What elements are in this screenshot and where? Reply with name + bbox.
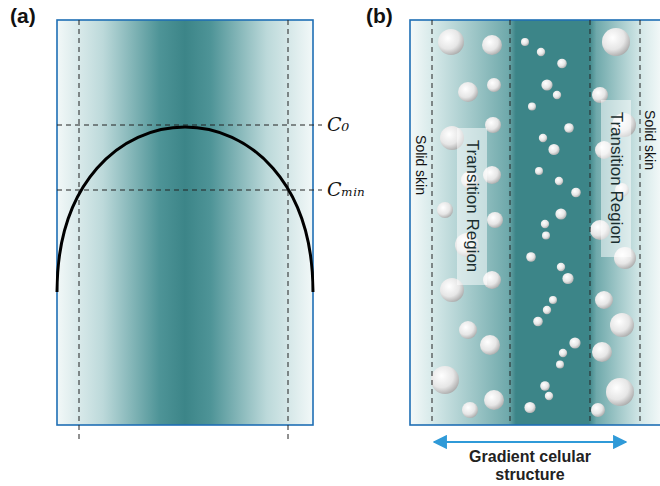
cell-bubble	[549, 296, 557, 304]
cell-bubble	[487, 78, 501, 92]
concentration-label: Cₘᵢₙ	[327, 178, 365, 200]
cell-bubble	[482, 35, 502, 55]
region-label: Solid skin	[642, 110, 658, 170]
cell-bubble	[545, 392, 553, 400]
region-label: Solid skin	[413, 135, 429, 195]
cell-bubble	[535, 167, 543, 175]
cell-bubble	[458, 82, 478, 102]
cell-bubble	[555, 177, 563, 185]
cell-bubble	[438, 29, 464, 55]
cell-bubble	[541, 79, 552, 90]
cell-bubble	[555, 208, 566, 219]
cell-bubble	[591, 403, 605, 417]
transition-region-box: Transition Region	[457, 128, 487, 285]
cell-bubble	[562, 273, 573, 284]
cell-bubble	[485, 117, 501, 133]
cell-bubble	[539, 134, 547, 142]
structure-label: Gradient celular structure	[445, 448, 615, 484]
cell-bubble	[480, 335, 500, 355]
transition-region-box: Transition Region	[601, 100, 631, 257]
cell-bubble	[556, 361, 564, 369]
cell-bubble	[487, 212, 503, 228]
cell-bubble	[569, 337, 580, 348]
cell-bubble	[564, 123, 574, 133]
cell-bubble	[462, 402, 478, 418]
cell-bubble	[595, 291, 613, 309]
cell-bubble	[528, 103, 536, 111]
cell-bubble	[459, 321, 477, 339]
cell-bubble	[484, 390, 504, 410]
concentration-label: C₀	[327, 113, 349, 135]
cell-bubble	[602, 28, 630, 56]
cell-bubble	[548, 144, 559, 155]
panel-letter: (b)	[366, 4, 393, 28]
cell-bubble	[533, 317, 543, 327]
region-title: Transition Region	[462, 140, 482, 273]
cell-bubble	[541, 220, 549, 228]
cell-bubble	[543, 306, 551, 314]
cell-bubble	[431, 366, 459, 394]
cell-bubble	[557, 59, 567, 69]
cell-bubble	[606, 378, 634, 406]
cell-bubble	[542, 232, 550, 240]
cell-bubble	[553, 91, 561, 99]
cell-bubble	[524, 402, 535, 413]
cell-bubble	[610, 313, 634, 337]
cell-bubble	[540, 381, 550, 391]
cell-bubble	[521, 38, 529, 46]
cell-bubble	[571, 188, 581, 198]
cell-bubble	[537, 48, 545, 56]
panel-letter: (a)	[10, 4, 36, 28]
cell-bubble	[526, 252, 536, 262]
cell-bubble	[592, 342, 612, 362]
cell-bubble	[437, 202, 453, 218]
cell-bubble	[557, 263, 565, 271]
cell-bubble	[559, 349, 567, 357]
region-title: Transition Region	[606, 112, 626, 245]
